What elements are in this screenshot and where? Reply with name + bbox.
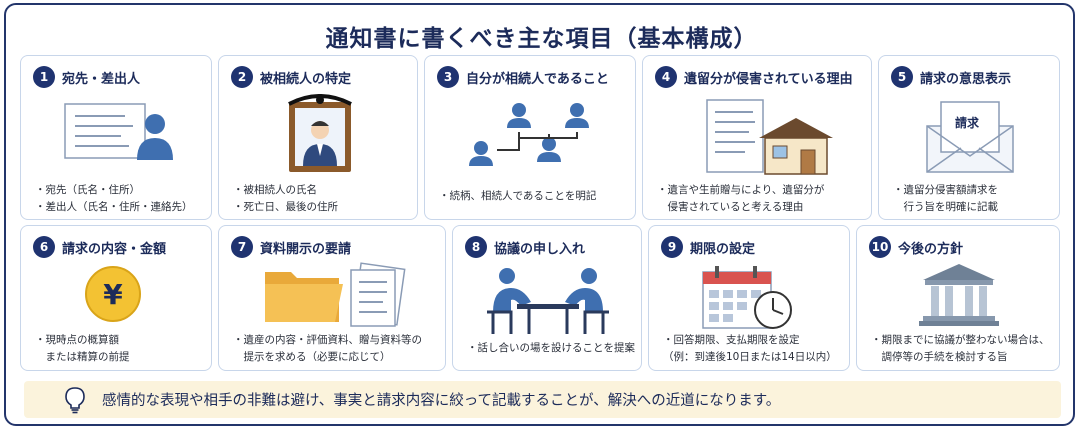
card-title: 協議の申し入れ (494, 241, 586, 257)
card-future-policy: 10 今後の方針 ・期限までに協議が整わない場合は、 調停等の手続を検討する旨 (856, 225, 1060, 371)
number-badge: 3 (437, 66, 459, 88)
tip-bar: 感情的な表現や相手の非難は避け、事実と請求内容に絞って記載することが、解決への近… (24, 381, 1061, 418)
meeting-icon (487, 268, 609, 334)
document-house-icon (706, 99, 833, 175)
card-title: 自分が相続人であること (466, 71, 609, 87)
memorial-portrait-icon (288, 94, 352, 172)
folder-documents-icon (265, 262, 406, 327)
calendar-clock-icon (702, 266, 792, 329)
letter-label: 請求 (955, 116, 980, 130)
lightbulb-icon (65, 386, 85, 413)
card-claim-amount: 6 請求の内容・金額 ¥ ・現時点の概算額 または精算の前提 (20, 225, 212, 371)
desc-line: ・続柄、相続人であることを明記 (439, 190, 597, 202)
desc-line: ・現時点の概算額 (35, 334, 119, 346)
number-badge: 4 (655, 66, 677, 88)
desc-line: ・差出人（氏名・住所・連絡先） (35, 201, 193, 213)
card-title: 期限の設定 (690, 241, 756, 257)
envelope-letter-icon (926, 101, 1014, 173)
number-badge: 9 (661, 236, 683, 258)
card-title: 資料開示の要請 (260, 241, 352, 257)
desc-line: ・被相続人の氏名 (233, 184, 317, 196)
card-heir-status: 3 自分が相続人であること ・続柄、相続人であることを明記 (424, 55, 636, 220)
number-badge: 7 (231, 236, 253, 258)
card-address-sender: 1 宛先・差出人 ・宛先（氏名・住所） ・差出人（氏名・住所・連絡先） (20, 55, 212, 220)
card-deceased: 2 被相続人の特定 ・被相続人の氏名 ・死亡日、最後の住所 (218, 55, 418, 220)
desc-line: 侵害されていると考える理由 (657, 201, 804, 213)
coin-symbol: ¥ (103, 277, 123, 311)
card-title: 請求の内容・金額 (62, 241, 167, 257)
desc-line: ・遺留分侵害額請求を (893, 184, 998, 196)
desc-line: ・遺言や生前贈与により、遺留分が (657, 184, 825, 196)
page-title: 通知書に書くべき主な項目（基本構成） (325, 26, 758, 52)
desc-line: 行う旨を明確に記載 (893, 201, 998, 213)
card-deadline: 9 期限の設定 ・回答期限、支払期限を設定 （例：到達後10日または14日以内） (648, 225, 850, 371)
card-infringement-reason: 4 遺留分が侵害されている理由 ・遺言や生前贈与により、遺留分が 侵害されていると… (642, 55, 872, 220)
yen-coin-icon: ¥ (85, 266, 141, 322)
courthouse-icon (919, 264, 999, 326)
card-negotiation-proposal: 8 協議の申し入れ ・話し合いの場を設けることを提案 (452, 225, 642, 371)
number-badge: 8 (465, 236, 487, 258)
number-badge: 2 (231, 66, 253, 88)
card-title: 請求の意思表示 (920, 71, 1012, 87)
infographic-frame: 通知書に書くべき主な項目（基本構成） 1 宛先・差出人 ・宛先（氏名・住所） ・差… (4, 3, 1075, 426)
tip-text: 感情的な表現や相手の非難は避け、事実と請求内容に絞って記載することが、解決への近… (102, 393, 781, 409)
desc-line: （例：到達後10日または14日以内） (663, 351, 837, 363)
desc-line: ・期限までに協議が整わない場合は、 (871, 334, 1050, 346)
card-disclosure-request: 7 資料開示の要請 ・遺産の内容・評価資料、贈与資料等の 提示を求める（必要に応じ… (218, 225, 446, 371)
desc-line: ・遺産の内容・評価資料、贈与資料等の (233, 334, 422, 346)
card-title: 遺留分が侵害されている理由 (684, 71, 853, 87)
desc-line: 提示を求める（必要に応じて） (233, 351, 391, 363)
desc-line: ・宛先（氏名・住所） (35, 184, 140, 196)
card-title: 今後の方針 (898, 241, 964, 257)
document-person-icon (64, 103, 173, 160)
number-badge: 5 (891, 66, 913, 88)
number-badge: 1 (33, 66, 55, 88)
desc-line: ・死亡日、最後の住所 (233, 201, 338, 213)
desc-line: ・回答期限、支払期限を設定 (663, 334, 800, 346)
number-badge: 10 (869, 236, 891, 258)
card-title: 被相続人の特定 (260, 71, 352, 87)
desc-line: 調停等の手続を検討する旨 (871, 351, 1008, 363)
family-tree-icon (469, 103, 589, 166)
desc-line: ・話し合いの場を設けることを提案 (467, 342, 635, 354)
number-badge: 6 (33, 236, 55, 258)
card-claim-intent: 5 請求の意思表示 請求 ・遺留分侵害額請求を 行う旨を明確に記載 (878, 55, 1060, 220)
card-title: 宛先・差出人 (62, 71, 141, 87)
desc-line: または精算の前提 (35, 351, 130, 363)
